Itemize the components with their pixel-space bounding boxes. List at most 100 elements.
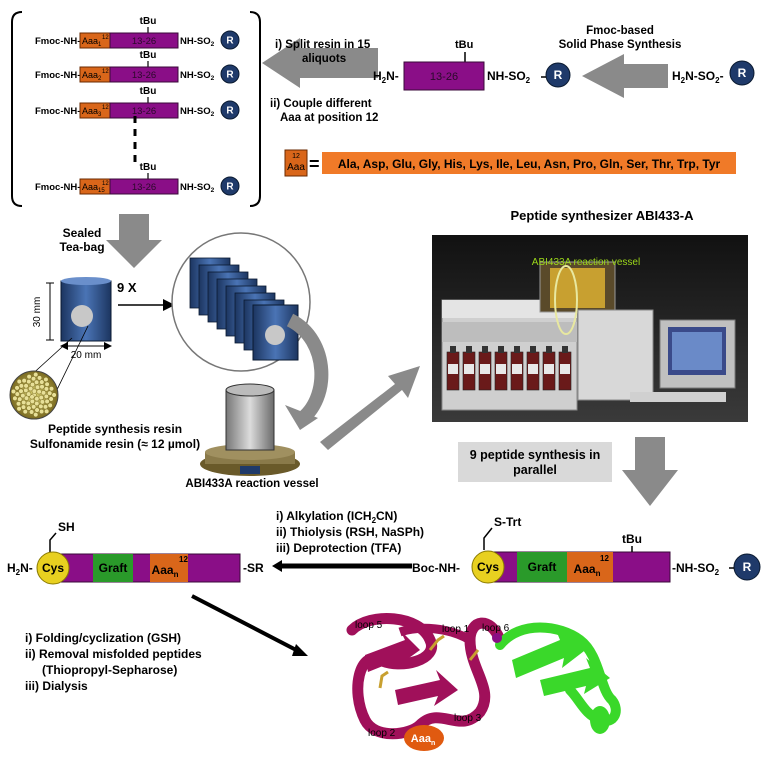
top-chain-tbu: tBu — [455, 39, 473, 51]
row-aaa: Aaa1 — [82, 36, 102, 48]
protected-aaa-sup: 12 — [600, 554, 609, 563]
aaa-legend-aaa: Aaa — [287, 162, 305, 173]
aaa-legend-sup: 12 — [292, 153, 300, 160]
resin-sub: Sulfonamide resin (≈ 12 µmol) — [30, 437, 200, 451]
row-aaa-sup: 12 — [102, 105, 109, 111]
row-prefix: Fmoc-NH- — [35, 36, 80, 47]
teabag-width: 20 mm — [71, 350, 102, 361]
top-chain-suffix: NH-SO2 — [487, 69, 531, 85]
top-chain-r: R — [554, 68, 563, 82]
row-tbu: tBu — [140, 86, 157, 97]
resin-start-r: R — [738, 66, 747, 80]
vessel-label: ABI433A reaction vessel — [185, 478, 318, 490]
structure-aaa: Aaan — [411, 733, 435, 747]
protected-tbu: tBu — [622, 532, 642, 546]
protected-cys: Cys — [477, 560, 499, 574]
fmoc-arrow — [582, 54, 668, 98]
row-r: R — [226, 36, 234, 47]
top-chain-h2n: H2N- — [373, 69, 399, 85]
synthesizer-photo — [432, 235, 748, 422]
split-step-ii2: Aaa at position 12 — [280, 112, 378, 124]
split-step-i2: aliquots — [302, 53, 346, 65]
row-aaa-sup: 12 — [102, 35, 109, 41]
deprotect-iii: iii) Deprotection (TFA) — [276, 541, 401, 555]
product-aaa-sup: 12 — [179, 555, 188, 564]
row-suffix: NH-SO2 — [180, 36, 215, 48]
row-tbu: tBu — [140, 50, 157, 61]
row-aaa-sup: 12 — [102, 69, 109, 75]
resin-start-text: H2N-SO2- — [672, 69, 724, 85]
boc-label: Boc-NH- — [412, 561, 460, 575]
protected-suffix: -NH-SO2 — [672, 561, 720, 577]
teabag-height: 30 mm — [32, 297, 43, 328]
teabag: 30 mm 20 mm — [32, 277, 112, 361]
row-seg: 13-26 — [132, 70, 156, 81]
row-r: R — [226, 70, 234, 81]
aaa-legend: Aaa 12 = Ala, Asp, Glu, Gly, His, Lys, I… — [284, 149, 736, 177]
split-step-ii: ii) Couple different — [270, 98, 372, 110]
reaction-vessel — [200, 383, 300, 476]
resin-start: H2N-SO2- R — [672, 60, 755, 86]
row-seg: 13-26 — [132, 106, 156, 117]
deprotect-ii: ii) Thiolysis (RSH, NaSPh) — [276, 525, 424, 539]
curved-arrow — [286, 313, 329, 426]
product-cys: Cys — [42, 561, 64, 575]
row-r: R — [226, 106, 234, 117]
times-label: 9 X — [117, 280, 137, 295]
row-aaa: Aaa3 — [82, 106, 102, 118]
teabag-label: Tea-bag — [59, 240, 104, 254]
sealed-arrow — [106, 214, 162, 268]
sh-label: SH — [58, 520, 75, 534]
row-suffix: NH-SO2 — [180, 70, 215, 82]
aaa-legend-equals: = — [309, 154, 320, 174]
folding-i: i) Folding/cyclization (GSH) — [25, 631, 181, 645]
parallel-box — [458, 442, 612, 482]
row-aaa: Aaa2 — [82, 70, 102, 82]
deprotect-i: i) Alkylation (ICH2CN) — [276, 509, 397, 525]
protected-chain: S-Trt Boc-NH- Cys Graft Aaan 12 tBu -NH-… — [412, 515, 761, 584]
folding-iii: iii) Dialysis — [25, 679, 88, 693]
folding-ii2: (Thiopropyl-Sepharose) — [42, 663, 177, 677]
row-seg: 13-26 — [132, 36, 156, 47]
folding-arrow — [191, 594, 301, 654]
loop1-label: loop 1 — [442, 624, 470, 635]
product-chain: SH H2N- Cys Graft Aaan 12 -SR — [7, 520, 264, 585]
resin-title: Peptide synthesis resin — [48, 422, 182, 436]
product-h2n: H2N- — [7, 561, 33, 577]
product-sr: -SR — [243, 561, 264, 575]
protected-aaa: Aaan — [574, 562, 601, 578]
split-arrow — [262, 38, 378, 88]
split-step-i: i) Split resin in 15 — [275, 39, 371, 51]
protected-r: R — [743, 560, 752, 574]
loop2-label: loop 2 — [368, 728, 396, 739]
protected-graft: Graft — [528, 560, 557, 574]
zoom-line — [51, 325, 89, 401]
row-aaa-sup: 12 — [102, 181, 109, 187]
fmoc-label-2: Solid Phase Synthesis — [559, 39, 682, 51]
loop6-label: loop 6 — [482, 623, 510, 634]
top-chain-seg: 13-26 — [430, 71, 458, 83]
bead-dots — [10, 372, 57, 418]
sealed-label: Sealed — [63, 226, 102, 240]
to-synth-arrow — [320, 366, 420, 450]
row-aaa: Aaa15 — [82, 182, 105, 194]
loop3-label: loop 3 — [454, 713, 482, 724]
protein-structure: Aaan — [346, 613, 621, 751]
row-suffix: NH-SO2 — [180, 182, 215, 194]
parallel-label-2: parallel — [513, 463, 557, 477]
synth-vessel-label: ABI433A reaction vessel — [532, 257, 640, 268]
row-seg: 13-26 — [132, 182, 156, 193]
row-tbu: tBu — [140, 16, 157, 27]
row-prefix: Fmoc-NH- — [35, 106, 80, 117]
top-chain: tBu H2N- 13-26 NH-SO2 R — [373, 39, 571, 91]
loop5-label: loop 5 — [355, 620, 383, 631]
row-suffix: NH-SO2 — [180, 106, 215, 118]
split-bracket — [11, 11, 261, 207]
down-arrow — [622, 437, 678, 506]
teabag-stack — [189, 257, 299, 361]
